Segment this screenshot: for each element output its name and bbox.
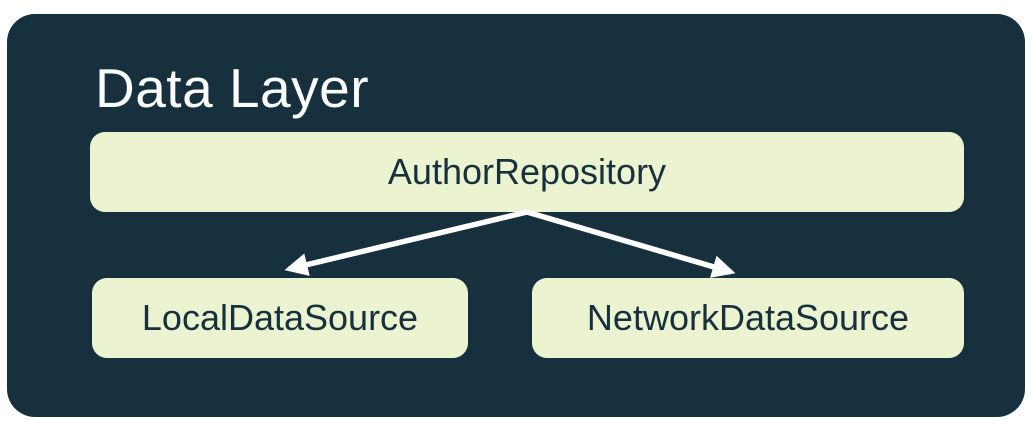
- data-layer-title: Data Layer: [95, 57, 370, 119]
- node-local-data-source-label: LocalDataSource: [141, 297, 419, 338]
- node-network-data-source: NetworkDataSource: [532, 278, 964, 358]
- node-local-data-source: LocalDataSource: [92, 278, 468, 358]
- node-author-repository-label: AuthorRepository: [387, 151, 667, 192]
- node-author-repository: AuthorRepository: [90, 132, 964, 212]
- node-network-data-source-label: NetworkDataSource: [586, 297, 910, 338]
